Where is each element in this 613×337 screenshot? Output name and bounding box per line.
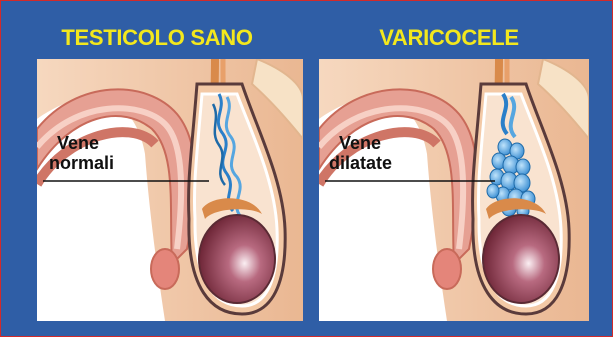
varicocele-panel: Vene dilatate	[319, 59, 589, 321]
shaft-shape	[319, 89, 477, 264]
shaft-shape	[37, 89, 195, 264]
glans-shape	[433, 249, 461, 289]
label-normal-veins-line2: normali	[49, 153, 114, 173]
glans-shape	[151, 249, 179, 289]
panel-title-varicocele: VARICOCELE	[319, 23, 579, 53]
healthy-testicle-panel: Vene normali	[37, 59, 303, 321]
label-normal-veins-line1: Vene	[57, 133, 99, 153]
testis-shape	[483, 215, 559, 303]
panel-title-healthy: TESTICOLO SANO	[37, 23, 277, 53]
testis-shape	[199, 215, 275, 303]
healthy-anatomy-illustration	[37, 59, 303, 321]
label-dilated-veins-line1: Vene	[339, 133, 381, 153]
varicocele-anatomy-illustration	[319, 59, 589, 321]
label-dilated-veins-line2: dilatate	[329, 153, 392, 173]
